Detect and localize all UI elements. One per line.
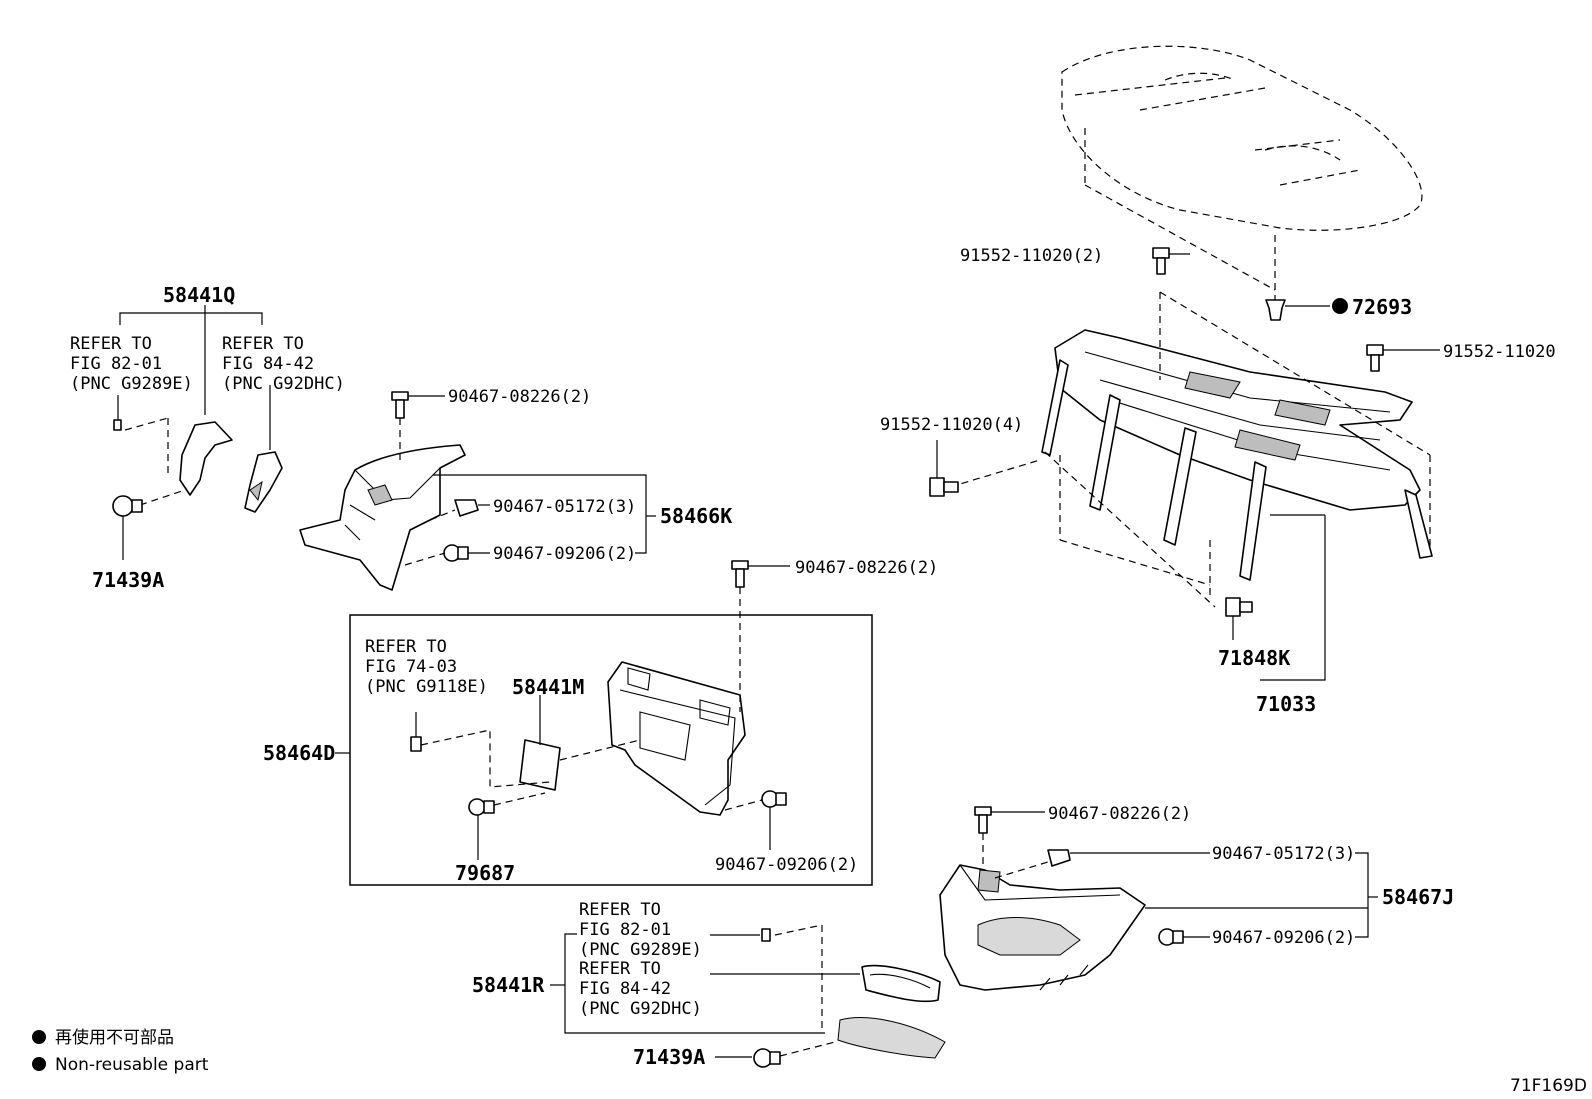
refer-d-line3: (PNC G9289E)	[579, 940, 702, 960]
label-91552-11020: 91552-11020	[1443, 342, 1556, 362]
label-72693: 72693	[1352, 295, 1412, 319]
bracket-58466K	[299, 391, 656, 591]
label-90467-05172-a: 90467-05172(3)	[493, 497, 636, 517]
legend-en: Non-reusable part	[55, 1055, 209, 1075]
label-58467J: 58467J	[1382, 885, 1454, 909]
refer-e-line1: REFER TO	[579, 959, 661, 979]
refer-b-line2: FIG 84-42	[222, 354, 314, 374]
refer-a-line2: FIG 82-01	[70, 354, 162, 374]
bolt-90467-08226-b-icon	[731, 560, 790, 712]
refer-e-line3: (PNC G92DHC)	[579, 999, 702, 1019]
refer-d-line1: REFER TO	[579, 900, 661, 920]
label-71439A-left: 71439A	[92, 568, 164, 592]
label-90467-09206-b: 90467-09206(2)	[715, 855, 858, 875]
legend-bullet-icon	[32, 1057, 46, 1071]
refer-a-line1: REFER TO	[70, 334, 152, 354]
refer-c-line2: FIG 74-03	[365, 657, 457, 677]
label-90467-09206-c: 90467-09206(2)	[1212, 928, 1355, 948]
bolt-91552-11020-2-icon	[1152, 247, 1190, 275]
seat-frame-71033	[949, 291, 1433, 608]
refer-d-line2: FIG 82-01	[579, 920, 671, 940]
group-58441R	[550, 924, 946, 1068]
legend-jp: 再使用不可部品	[55, 1027, 174, 1048]
diagram-code: 71F169D	[1510, 1076, 1587, 1096]
bracket-58467J	[939, 806, 1378, 991]
label-71439A-bottom: 71439A	[633, 1045, 705, 1069]
group-58441Q	[112, 305, 283, 560]
refer-e-line2: FIG 84-42	[579, 979, 671, 999]
bolt-91552-11020-icon	[1366, 344, 1440, 372]
label-90467-08226-c: 90467-08226(2)	[1048, 804, 1191, 824]
refer-c-line1: REFER TO	[365, 637, 447, 657]
label-90467-09206-a: 90467-09206(2)	[493, 544, 636, 564]
refer-a-line3: (PNC G9289E)	[70, 374, 193, 394]
refer-b-line3: (PNC G92DHC)	[222, 374, 345, 394]
label-58441Q: 58441Q	[163, 283, 235, 307]
label-91552-11020-4: 91552-11020(4)	[880, 415, 1023, 435]
bolt-91552-11020-4-icon	[929, 440, 959, 497]
label-90467-08226-a: 90467-08226(2)	[448, 387, 591, 407]
label-58464D: 58464D	[263, 741, 335, 765]
label-58441M: 58441M	[512, 675, 584, 699]
label-79687: 79687	[455, 861, 515, 885]
label-90467-05172-b: 90467-05172(3)	[1212, 844, 1355, 864]
refer-b-line1: REFER TO	[222, 334, 304, 354]
label-58441R: 58441R	[472, 973, 545, 997]
label-71033: 71033	[1256, 692, 1316, 716]
label-58466K: 58466K	[660, 504, 732, 528]
legend-bullet-icon	[32, 1030, 46, 1044]
label-90467-08226-b: 90467-08226(2)	[795, 558, 938, 578]
box-58464D	[335, 614, 873, 886]
label-91552-11020-2: 91552-11020(2)	[960, 246, 1103, 266]
label-71848K: 71848K	[1218, 646, 1290, 670]
clip-72693-icon	[1265, 298, 1348, 321]
pin-71848K-icon	[1225, 597, 1253, 640]
refer-c-line3: (PNC G9118E)	[365, 677, 488, 697]
seat-cushion-outline	[1061, 45, 1423, 300]
